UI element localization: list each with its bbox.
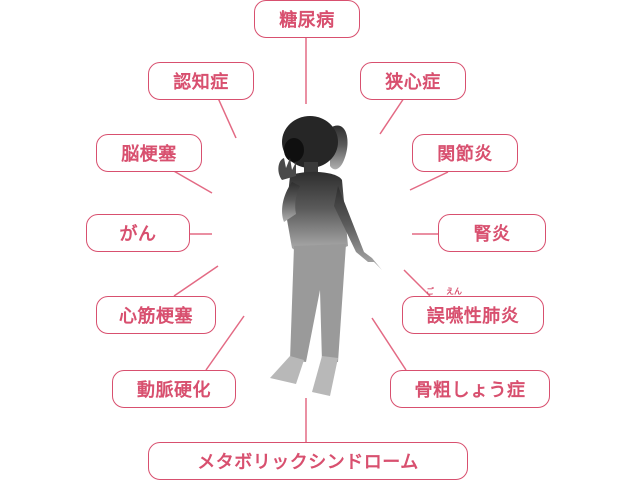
connector-lines [171,36,449,442]
connector-arthritis [409,171,449,191]
label-arthritis: 関節炎 [412,134,518,172]
label-osteoporosis: 骨粗しょう症 [390,370,550,408]
connector-dementia [217,97,237,139]
label-stroke: 脳梗塞 [96,134,202,172]
connector-myocardial [173,265,219,297]
label-cancer: がん [86,214,190,252]
ruby-go: ご [426,287,434,296]
label-atherosclerosis: 動脈硬化 [112,370,236,408]
label-myocardial: 心筋梗塞 [96,296,216,334]
connector-atherosclerosis [205,315,245,371]
label-dementia: 認知症 [148,62,254,100]
label-aspiration-pneumonia: 誤嚥性肺炎 [402,296,544,334]
label-angina: 狭心症 [360,62,466,100]
label-nephritis: 腎炎 [438,214,546,252]
connector-osteoporosis [371,317,407,371]
connector-angina [379,97,405,135]
ruby-en: えん [446,287,462,296]
label-metabolic: メタボリックシンドローム [148,442,468,480]
woman-silhouette [270,116,382,396]
connector-aspiration [403,269,431,297]
label-diabetes: 糖尿病 [254,0,360,38]
connector-stroke [171,169,213,194]
